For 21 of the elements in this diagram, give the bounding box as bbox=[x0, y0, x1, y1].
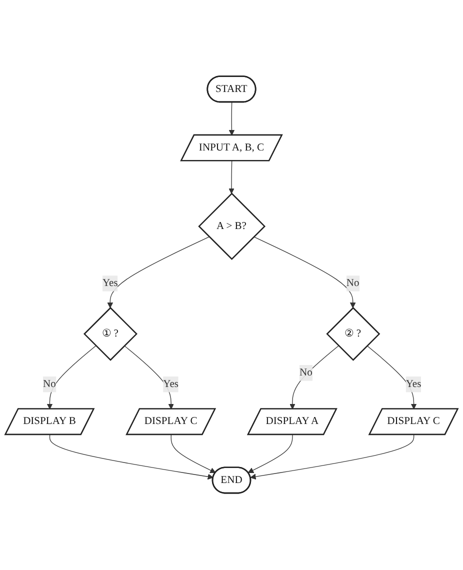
arrow bbox=[248, 434, 293, 474]
arrow bbox=[366, 346, 417, 410]
node-diamond: ① ? bbox=[83, 307, 138, 362]
arrow bbox=[253, 236, 356, 308]
arrow bbox=[46, 346, 96, 410]
arrow bbox=[228, 102, 235, 136]
arrow bbox=[124, 346, 174, 410]
node-diamond: A > B? bbox=[198, 192, 266, 260]
arrow bbox=[107, 236, 210, 308]
edge-label: No bbox=[346, 278, 360, 290]
arrow bbox=[228, 160, 234, 194]
arrow bbox=[250, 434, 414, 480]
arrow bbox=[170, 434, 216, 474]
edge-label: Yes bbox=[163, 378, 178, 390]
edge-label: No bbox=[43, 378, 56, 390]
edge-label: Yes bbox=[102, 278, 118, 290]
edge-label: Yes bbox=[406, 378, 422, 390]
arrow bbox=[290, 346, 339, 410]
node-diamond: ② ? bbox=[326, 307, 380, 362]
edge-label: No bbox=[299, 367, 312, 379]
arrow bbox=[49, 434, 214, 480]
